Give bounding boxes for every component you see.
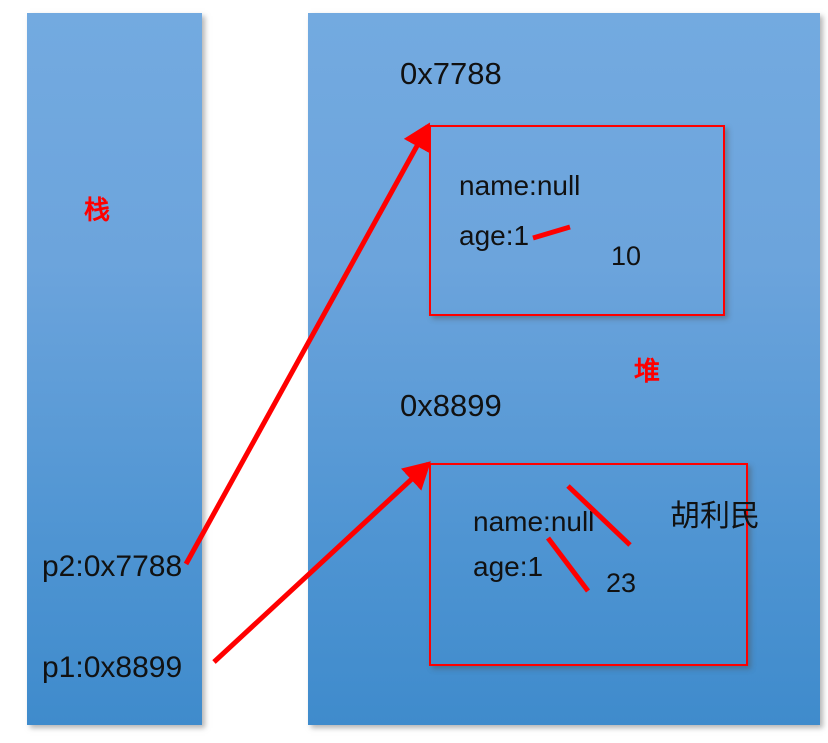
stack-region-label: 栈 <box>84 196 111 226</box>
object-0x8899-updated-age-value: 23 <box>606 568 637 598</box>
object-0x8899-field-name: name:null <box>473 506 595 537</box>
stack-memory-panel <box>27 13 202 725</box>
heap-address-label-0x8899: 0x8899 <box>400 388 502 423</box>
object-0x7788-field-age: age:1 <box>459 220 530 251</box>
heap-address-label-0x7788: 0x7788 <box>400 56 502 91</box>
stack-slot-p1: p1:0x8899 <box>42 651 183 684</box>
object-0x7788-updated-age-value: 10 <box>611 241 642 271</box>
object-0x7788-field-name: name:null <box>459 170 581 201</box>
heap-region-label: 堆 <box>634 357 661 387</box>
object-0x8899-updated-name-value: 胡利民 <box>670 499 760 534</box>
object-0x8899-field-age: age:1 <box>473 551 544 582</box>
stack-slot-p2: p2:0x7788 <box>42 550 183 583</box>
